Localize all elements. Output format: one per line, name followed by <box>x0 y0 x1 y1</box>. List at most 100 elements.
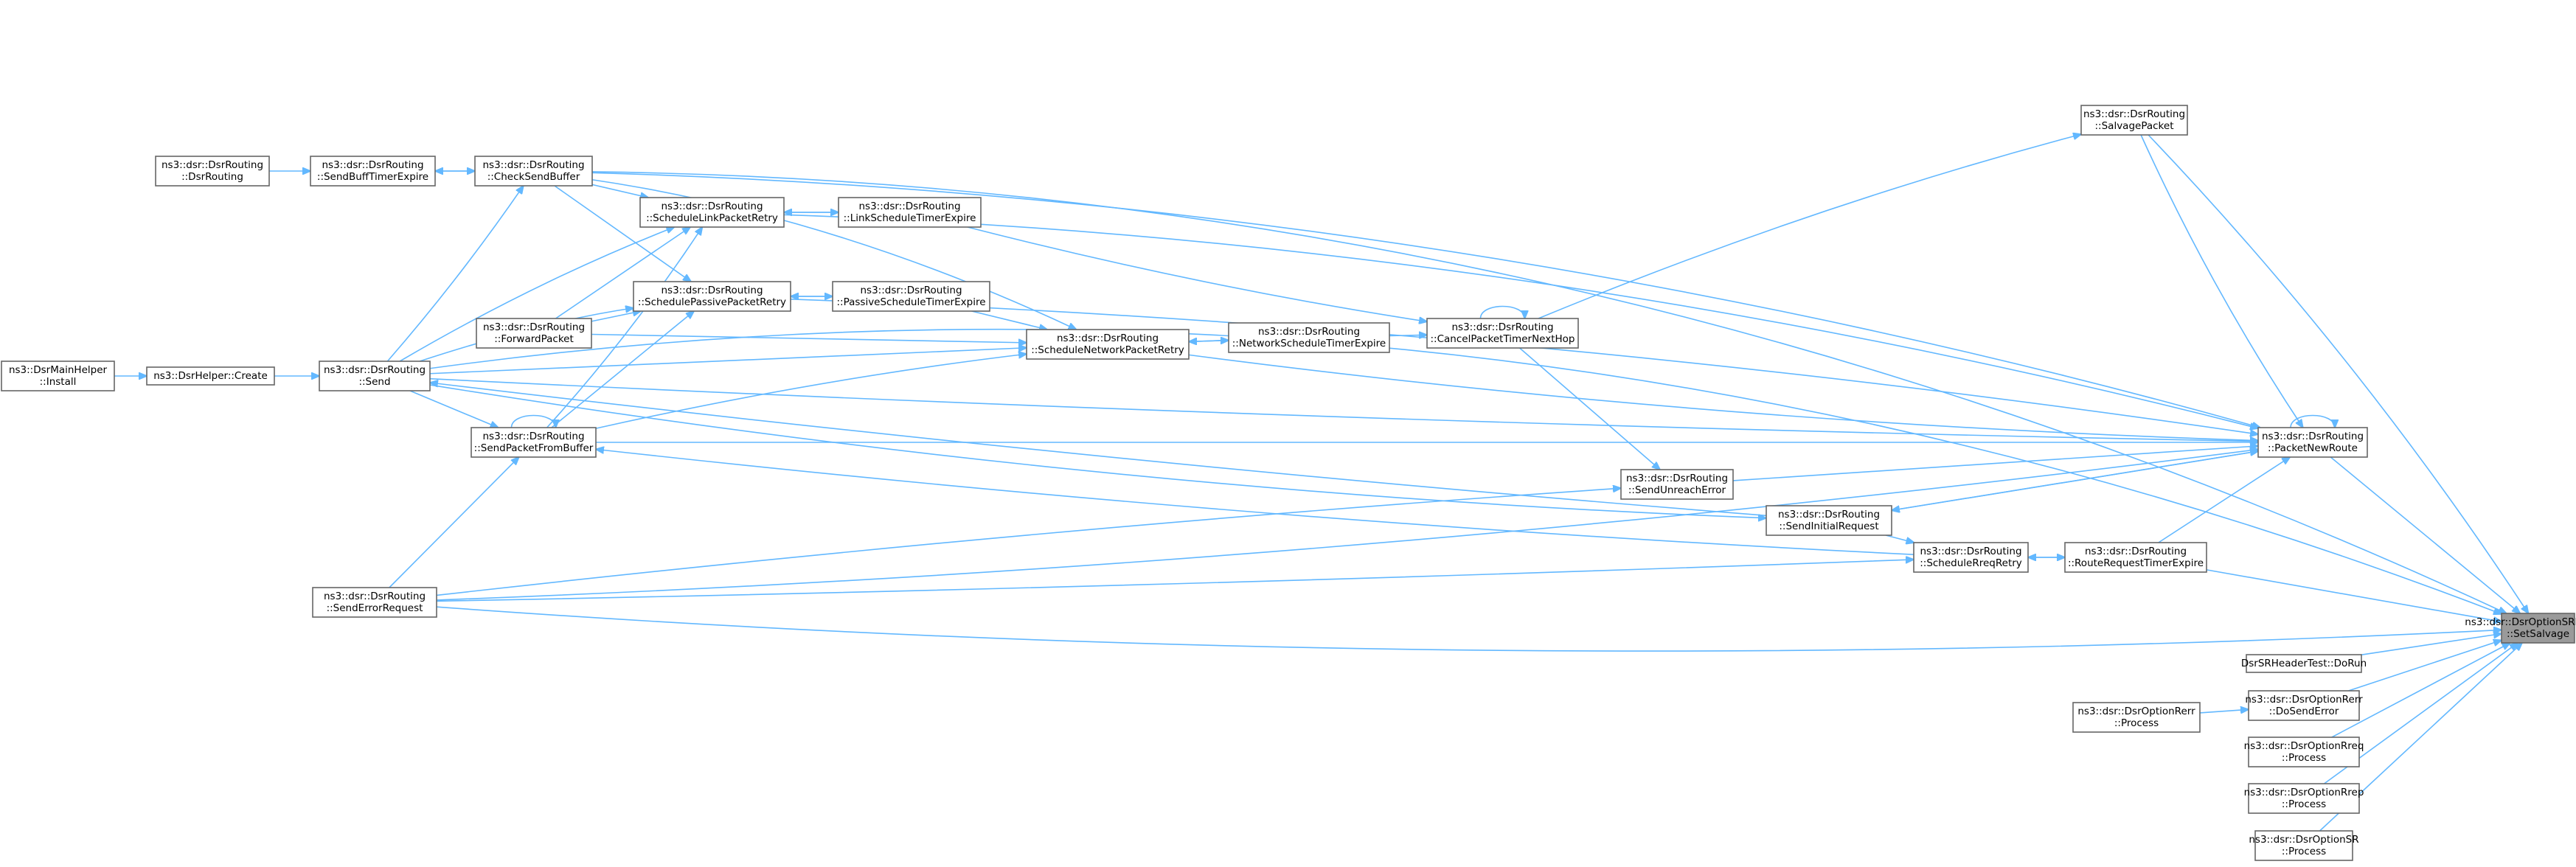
node-label-line: ::SendErrorRequest <box>327 602 423 614</box>
edge-send-to-setsalvage <box>429 328 2502 614</box>
node-box <box>155 156 270 187</box>
node-box <box>1228 322 1390 353</box>
node-label-line: ::SalvagePacket <box>2095 120 2174 132</box>
node-label-line: ::CancelPacketTimerNextHop <box>1430 333 1575 345</box>
node-box <box>1913 542 2029 573</box>
edge-passivescheduletimerexpire-to-schedulenetworkpacketretry <box>971 310 1048 330</box>
node-linkscheduletimerexpire[interactable]: ns3::dsr::DsrRouting::LinkScheduleTimerE… <box>838 197 982 228</box>
node-box <box>476 318 592 349</box>
node-label-line: ns3::dsr::DsrRouting <box>860 285 962 296</box>
node-box <box>1766 505 1892 536</box>
node-sendinitialrequest[interactable]: ns3::dsr::DsrRouting::SendInitialRequest <box>1766 505 1892 536</box>
edge-forwardpacket-to-schedulelinkpacketretry <box>555 227 690 319</box>
node-sendunreacherror[interactable]: ns3::dsr::DsrRouting::SendUnreachError <box>1620 469 1734 500</box>
node-srprocess[interactable]: ns3::dsr::DsrOptionSR::Process <box>2249 830 2359 861</box>
edge-send-to-packetnewroute <box>429 377 2258 442</box>
node-sendpacketfrombuffer[interactable]: ns3::dsr::DsrRouting::SendPacketFromBuff… <box>471 427 597 458</box>
node-dorun[interactable]: DsrSRHeaderTest::DoRun <box>2241 654 2367 673</box>
edge-sendinitialrequest-to-send <box>430 383 1767 517</box>
edge-rerrprocess-to-dosenderror <box>2199 709 2249 713</box>
node-label-line: ns3::dsr::DsrRouting <box>162 159 263 171</box>
node-checksendbuffer[interactable]: ns3::dsr::DsrRouting::CheckSendBuffer <box>474 156 593 187</box>
node-label-line: ::PacketNewRoute <box>2268 442 2358 454</box>
node-box <box>471 427 597 458</box>
node-salvagepacket[interactable]: ns3::dsr::DsrRouting::SalvagePacket <box>2080 105 2188 136</box>
edge-sendunreacherror-to-packetnewroute <box>1732 446 2258 481</box>
node-label-line: ns3::dsr::DsrRouting <box>483 321 585 333</box>
node-label-line: ::SendPacketFromBuffer <box>474 442 594 454</box>
edge-rreqprocess-to-setsalvage <box>2331 643 2510 738</box>
edge-networkscheduletimerexpire-to-schedulenetworkpacketretry <box>1189 341 1229 342</box>
node-box <box>832 281 990 312</box>
node-sendbufftimerexpire[interactable]: ns3::dsr::DsrRouting::SendBuffTimerExpir… <box>310 156 436 187</box>
node-label-line: ns3::dsr::DsrRouting <box>1778 509 1880 520</box>
edge-forwardpacket-to-schedulenetworkpacketretry <box>591 333 1027 343</box>
node-label-line: ns3::dsr::DsrRouting <box>1057 332 1159 344</box>
edge-schedulelinkpacketretry-to-packetnewroute <box>783 214 2258 428</box>
edge-senderrorrequest-to-sendunreacherror <box>436 488 1621 596</box>
node-label-line: ns3::dsr::DsrRouting <box>324 364 426 376</box>
edge-schedulenetworkpacketretry-to-packetnewroute <box>1188 354 2258 440</box>
edge-cancelpackettimernexthop-to-sendunreacherror <box>1519 347 1660 470</box>
edge-sendpacketfrombuffer-to-sendpacketfrombuffer <box>510 414 556 428</box>
node-box <box>2248 737 2360 767</box>
node-send[interactable]: ns3::dsr::DsrRouting::Send <box>319 361 431 391</box>
edge-routerequesttimerexpire-to-setsalvage <box>2206 569 2502 621</box>
node-routerequesttimerexpire[interactable]: ns3::dsr::DsrRouting::RouteRequestTimerE… <box>2064 542 2207 573</box>
node-label-line: ::NetworkScheduleTimerExpire <box>1232 338 1386 349</box>
node-label-line: ::RouteRequestTimerExpire <box>2068 557 2204 569</box>
node-box <box>2257 427 2368 458</box>
edge-send-to-sendinitialrequest <box>429 384 1766 518</box>
node-box <box>2248 783 2360 814</box>
node-networkscheduletimerexpire[interactable]: ns3::dsr::DsrRouting::NetworkScheduleTim… <box>1228 322 1390 353</box>
edge-forwardpacket-to-schedulepassivepacketretry <box>591 311 641 322</box>
edge-senderrorrequest-to-packetnewroute <box>436 450 2258 601</box>
node-forwardpacket[interactable]: ns3::dsr::DsrRouting::ForwardPacket <box>476 318 592 349</box>
node-packetnewroute[interactable]: ns3::dsr::DsrRouting::PacketNewRoute <box>2257 427 2368 458</box>
edge-send-to-checksendbuffer <box>386 186 523 362</box>
node-label-line: ns3::dsr::DsrRouting <box>1258 326 1360 338</box>
node-label-line: ::SetSalvage <box>2507 628 2569 640</box>
node-label-line: ns3::DsrHelper::Create <box>153 370 268 382</box>
edge-schedulereqretry-to-sendpacketfrombuffer <box>596 449 1914 555</box>
node-dosenderror[interactable]: ns3::dsr::DsrOptionRerr::DoSendError <box>2245 690 2363 721</box>
node-label-line: ::DsrRouting <box>181 171 243 183</box>
edge-checksendbuffer-to-schedulelinkpacketretry <box>591 184 648 198</box>
edge-cancelpackettimernexthop-to-cancelpackettimernexthop <box>1479 305 1525 319</box>
node-dsrrouting[interactable]: ns3::dsr::DsrRouting::DsrRouting <box>155 156 270 187</box>
node-label-line: ns3::dsr::DsrOptionRrep <box>2244 787 2364 798</box>
edge-send-to-schedulenetworkpacketretry <box>429 348 1027 375</box>
node-label-line: ::DoSendError <box>2269 706 2339 717</box>
node-rreqprocess[interactable]: ns3::dsr::DsrOptionRreq::Process <box>2244 737 2364 767</box>
node-rerrprocess[interactable]: ns3::dsr::DsrOptionRerr::Process <box>2072 702 2201 733</box>
node-label-line: ns3::dsr::DsrRouting <box>661 201 763 212</box>
node-create[interactable]: ns3::DsrHelper::Create <box>146 366 275 386</box>
node-schedulelinkpacketretry[interactable]: ns3::dsr::DsrRouting::ScheduleLinkPacket… <box>639 197 785 228</box>
node-label-line: ::SchedulePassivePacketRetry <box>638 296 786 308</box>
node-install[interactable]: ns3::DsrMainHelper::Install <box>1 361 115 391</box>
node-box <box>2254 830 2353 861</box>
node-label-line: ns3::dsr::DsrRouting <box>2262 431 2364 442</box>
node-schedulereqretry[interactable]: ns3::dsr::DsrRouting::ScheduleRreqRetry <box>1913 542 2029 573</box>
node-cancelpackettimernexthop[interactable]: ns3::dsr::DsrRouting::CancelPacketTimerN… <box>1426 318 1579 349</box>
edge-checksendbuffer-to-schedulenetworkpacketretry <box>591 178 1076 330</box>
node-passivescheduletimerexpire[interactable]: ns3::dsr::DsrRouting::PassiveScheduleTim… <box>832 281 990 312</box>
node-label-line: ::Process <box>2282 846 2326 857</box>
node-label-line: ::SendUnreachError <box>1628 484 1726 496</box>
node-label-line: ::CheckSendBuffer <box>487 171 580 183</box>
node-label-line: ::Process <box>2282 798 2326 810</box>
node-schedulenetworkpacketretry[interactable]: ns3::dsr::DsrRouting::ScheduleNetworkPac… <box>1026 329 1190 360</box>
node-setsalvage[interactable]: ns3::dsr::DsrOptionSRHeader::SetSalvage <box>2465 613 2576 644</box>
node-label-line: ns3::dsr::DsrRouting <box>2085 546 2187 557</box>
node-rrepprocess[interactable]: ns3::dsr::DsrOptionRrep::Process <box>2244 783 2364 814</box>
node-schedulepassivepacketretry[interactable]: ns3::dsr::DsrRouting::SchedulePassivePac… <box>633 281 791 312</box>
node-box <box>2064 542 2207 573</box>
node-box <box>633 281 791 312</box>
edge-send-to-schedulelinkpacketretry <box>399 227 674 362</box>
edge-checksendbuffer-to-setsalvage <box>591 171 2507 613</box>
node-label-line: ns3::dsr::DsrRouting <box>324 591 426 602</box>
node-box <box>2246 654 2362 673</box>
node-senderrorrequest[interactable]: ns3::dsr::DsrRouting::SendErrorRequest <box>312 587 437 618</box>
node-box <box>146 366 275 386</box>
edge-send-to-sendpacketfrombuffer <box>409 390 499 428</box>
